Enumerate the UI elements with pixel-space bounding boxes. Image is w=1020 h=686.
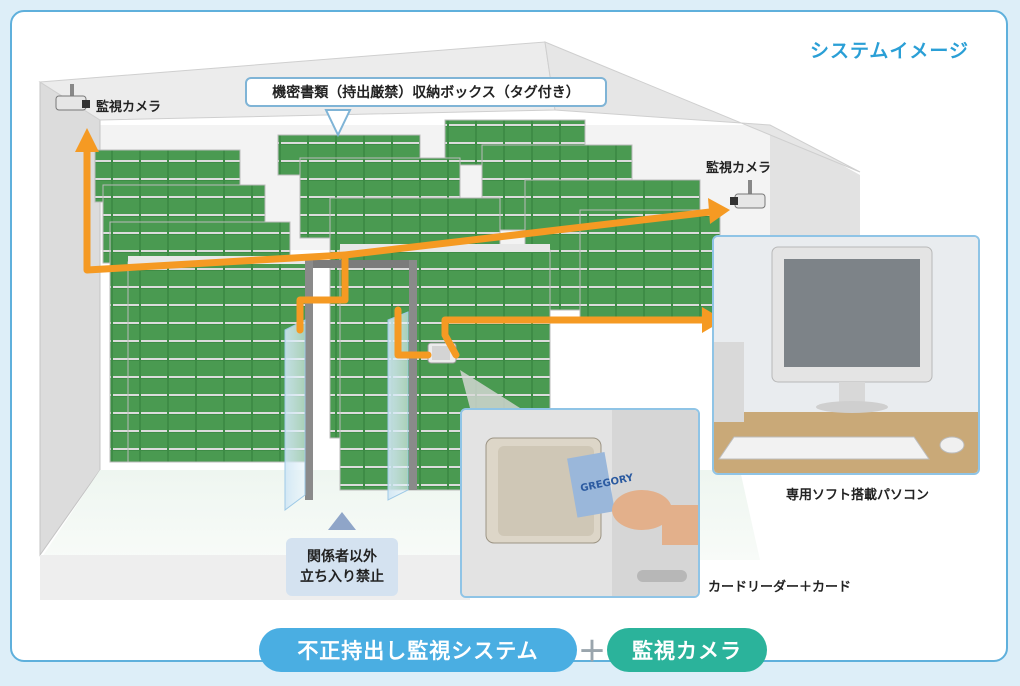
camera-left-label: 監視カメラ bbox=[96, 100, 162, 115]
arrow-icon bbox=[75, 128, 99, 152]
card-reader-photo: GREGORY bbox=[460, 408, 700, 598]
callout-pointer bbox=[324, 109, 352, 138]
restrict-line-2: 立ち入り禁止 bbox=[300, 569, 384, 585]
pc-photo bbox=[712, 235, 980, 475]
storage-callout: 機密書類（持出厳禁）収納ボックス（タグ付き） bbox=[245, 77, 607, 107]
front-left-base bbox=[40, 555, 470, 600]
data-flow-arrows bbox=[83, 141, 714, 359]
restrict-line-1: 関係者以外 bbox=[307, 549, 377, 565]
arrow-icon bbox=[328, 512, 356, 530]
right-wall bbox=[770, 125, 860, 250]
camera-right-label: 監視カメラ bbox=[706, 161, 772, 176]
camera-pill: 監視カメラ bbox=[607, 628, 767, 672]
security-gate-panel bbox=[284, 319, 306, 511]
diagram-title: システムイメージ bbox=[810, 40, 970, 62]
security-gate-post bbox=[409, 260, 417, 490]
plus-sign: ＋ bbox=[578, 635, 607, 668]
security-gate-frame bbox=[305, 260, 417, 268]
system-pill: 不正持出し監視システム bbox=[259, 628, 577, 672]
monitor-icon bbox=[714, 237, 978, 473]
restricted-area-box: 関係者以外 立ち入り禁止 bbox=[286, 538, 398, 596]
camera-icon bbox=[730, 180, 766, 209]
security-gate-post bbox=[305, 260, 313, 500]
zoom-pointer bbox=[460, 370, 520, 408]
pc-caption: 専用ソフト搭載パソコン bbox=[786, 488, 930, 503]
arrow-icon bbox=[708, 198, 730, 224]
card-reader-icon bbox=[462, 410, 698, 596]
camera-icon bbox=[55, 84, 90, 111]
card-caption: カードリーダー＋カード bbox=[708, 580, 852, 595]
cabinet-top bbox=[340, 244, 550, 252]
cabinet bbox=[127, 261, 311, 463]
